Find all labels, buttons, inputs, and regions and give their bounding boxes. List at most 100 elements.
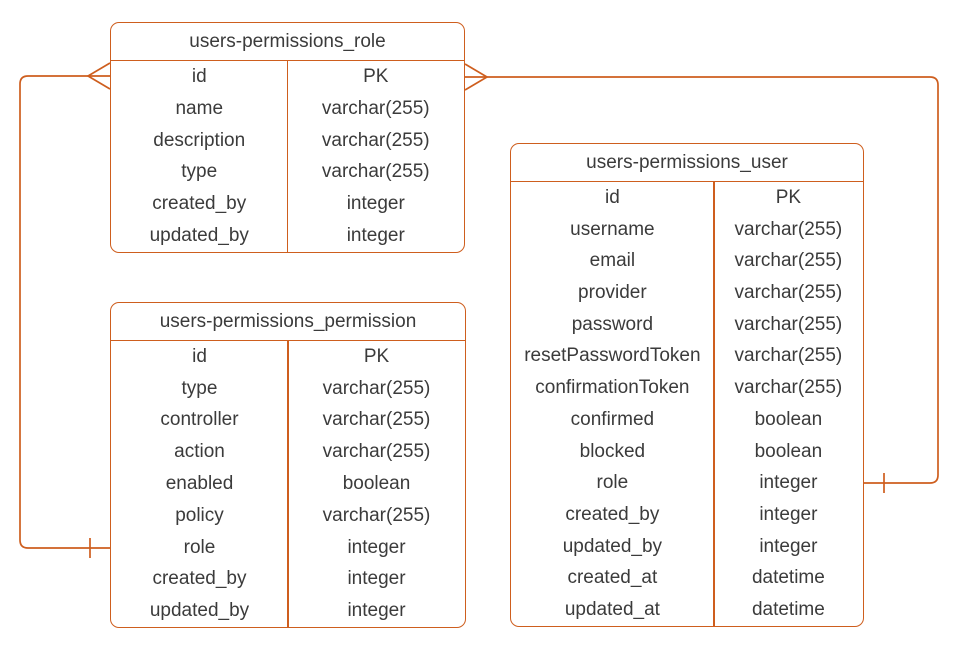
field-name: policy: [175, 504, 224, 526]
table-row: blocked boolean: [511, 436, 863, 468]
field-name: created_by: [152, 193, 247, 215]
field-type: varchar(255): [734, 282, 843, 304]
field-name: name: [175, 97, 224, 119]
table-row: resetPasswordToken varchar(255): [511, 341, 863, 373]
table-row: id PK: [111, 341, 465, 373]
connector-line[interactable]: [465, 76, 939, 484]
table-row: password varchar(255): [511, 309, 863, 341]
entity-users-permissions-user[interactable]: users-permissions_user id PK username varch…: [510, 143, 864, 627]
table-row: confirmationToken varchar(255): [511, 372, 863, 404]
field-type: varchar(255): [322, 441, 431, 463]
field-name: created_at: [567, 567, 658, 589]
field-type: boolean: [754, 440, 823, 462]
relationship-role-user[interactable]: [464, 63, 939, 493]
table-row: name varchar(255): [111, 93, 464, 125]
field-name: confirmed: [570, 408, 655, 430]
field-type: datetime: [751, 567, 825, 589]
field-type: varchar(255): [734, 377, 843, 399]
table-row: created_by integer: [111, 563, 465, 595]
field-name: id: [191, 65, 207, 87]
table-row: description varchar(255): [111, 125, 464, 157]
field-name: updated_at: [564, 599, 660, 621]
field-name: description: [153, 129, 246, 151]
field-name: controller: [160, 409, 239, 431]
field-type: varchar(255): [734, 345, 843, 367]
field-name: resetPasswordToken: [524, 345, 701, 367]
table-body: id PK type varchar(255) controller varchar(25…: [111, 341, 465, 627]
field-name: enabled: [165, 473, 234, 495]
table-title: users-permissions_permission: [111, 303, 465, 341]
field-type: integer: [759, 535, 818, 557]
crow-foot-many-icon: [464, 63, 489, 91]
field-type: varchar(255): [734, 218, 843, 240]
field-type: integer: [759, 472, 818, 494]
field-type: varchar(255): [734, 250, 843, 272]
field-name: created_by: [565, 504, 660, 526]
field-name: confirmationToken: [535, 377, 690, 399]
field-name: role: [596, 472, 629, 494]
field-name: blocked: [579, 440, 646, 462]
field-type: varchar(255): [321, 161, 430, 183]
table-row: type varchar(255): [111, 373, 465, 405]
entity-users-permissions-permission[interactable]: users-permissions_permission id PK type var…: [110, 302, 466, 628]
field-type: integer: [347, 536, 406, 558]
field-name: type: [181, 377, 218, 399]
field-name: type: [181, 161, 218, 183]
table-row: updated_by integer: [111, 595, 465, 627]
field-name: id: [604, 186, 620, 208]
field-name: updated_by: [562, 535, 663, 557]
crow-foot-many-icon: [86, 62, 111, 90]
field-name: password: [571, 313, 654, 335]
field-type: integer: [759, 504, 818, 526]
field-name: role: [183, 536, 216, 558]
table-row: role integer: [111, 532, 465, 564]
field-type: integer: [346, 225, 405, 247]
table-row: updated_at datetime: [511, 594, 863, 626]
field-type: varchar(255): [322, 409, 431, 431]
field-name: action: [174, 441, 225, 463]
table-row: updated_by integer: [511, 531, 863, 563]
field-name: created_by: [152, 568, 247, 590]
table-row: username varchar(255): [511, 214, 863, 246]
field-type: integer: [347, 568, 406, 590]
entity-users-permissions-role[interactable]: users-permissions_role id PK name varchar(2…: [110, 22, 465, 253]
table-row: id PK: [111, 61, 464, 93]
field-type: PK: [775, 186, 802, 208]
field-name: username: [570, 218, 655, 240]
table-body: id PK name varchar(255) description varchar(2…: [111, 61, 464, 252]
field-type: varchar(255): [322, 377, 431, 399]
connector-line[interactable]: [19, 75, 110, 549]
table-row: id PK: [511, 182, 863, 214]
table-row: confirmed boolean: [511, 404, 863, 436]
table-row: enabled boolean: [111, 468, 465, 500]
field-type: varchar(255): [321, 129, 430, 151]
table-row: email varchar(255): [511, 245, 863, 277]
field-type: integer: [347, 600, 406, 622]
field-type: datetime: [751, 599, 825, 621]
field-name: updated_by: [149, 225, 249, 247]
table-title: users-permissions_role: [111, 23, 464, 61]
field-name: id: [192, 345, 207, 367]
field-type: integer: [346, 193, 405, 215]
field-type: PK: [363, 65, 389, 87]
field-type: PK: [363, 345, 390, 367]
table-row: action varchar(255): [111, 436, 465, 468]
field-name: email: [589, 250, 636, 272]
field-type: varchar(255): [322, 504, 431, 526]
field-name: updated_by: [149, 600, 250, 622]
field-type: boolean: [754, 408, 823, 430]
field-type: boolean: [342, 473, 411, 495]
table-title: users-permissions_user: [511, 144, 863, 182]
table-row: created_by integer: [111, 188, 464, 220]
field-type: varchar(255): [734, 313, 843, 335]
field-type: varchar(255): [321, 97, 430, 119]
field-name: provider: [578, 282, 647, 304]
table-row: updated_by integer: [111, 220, 464, 252]
relationship-role-permission[interactable]: [19, 62, 111, 558]
table-row: provider varchar(255): [511, 277, 863, 309]
table-row: created_at datetime: [511, 563, 863, 595]
table-row: role integer: [511, 467, 863, 499]
table-body: id PK username varchar(255) email varchar(255…: [511, 182, 863, 626]
